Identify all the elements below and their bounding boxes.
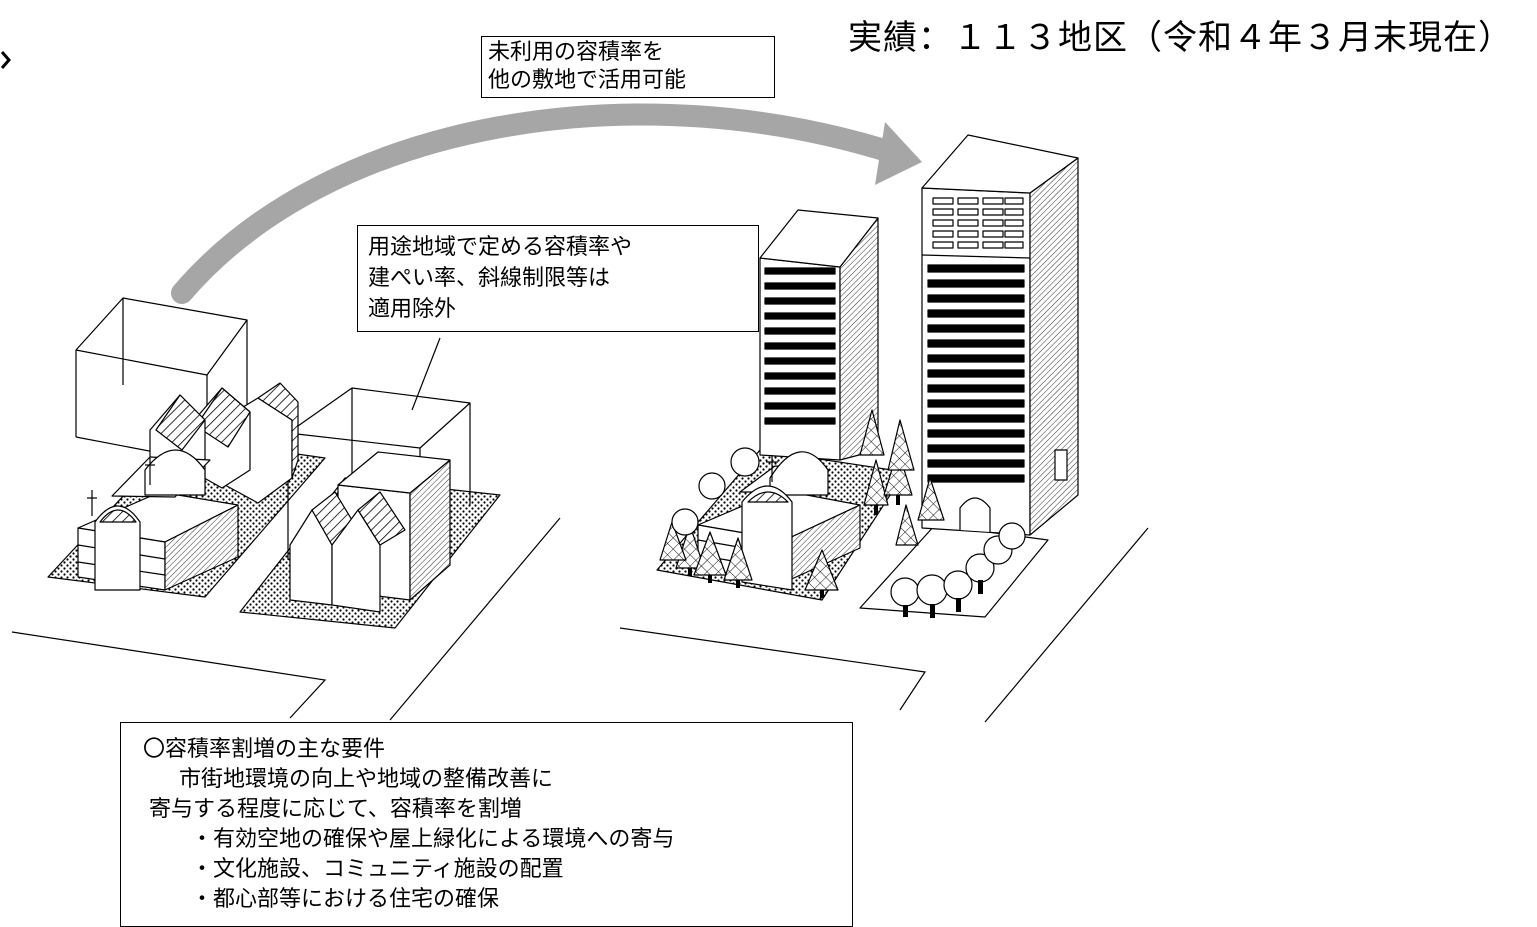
tower-right xyxy=(921,134,1079,536)
results-heading: 実績：１１３地区（令和４年３月末現在） xyxy=(848,18,1513,58)
street-lines xyxy=(11,517,1149,723)
tree-trunks xyxy=(688,495,900,598)
transfer-callout-line: 未利用の容積率を xyxy=(488,40,665,65)
left-site-before xyxy=(47,297,501,629)
requirements-intro-line: 市街地環境の向上や地域の整備改善に xyxy=(179,767,554,792)
tower-left xyxy=(759,209,879,461)
trees-conifer xyxy=(659,409,945,591)
zoning-callout-line: 建ぺい率、斜線制限等は xyxy=(368,266,611,291)
requirement-item: ・文化施設、コミュニティ施設の配置 xyxy=(191,857,564,882)
requirements-heading: 〇容積率割増の主な要件 xyxy=(143,737,386,762)
zoning-exemption-callout: 用途地域で定める容積率や 建ぺい率、斜線制限等は 適用除外 xyxy=(357,225,759,332)
church-building-left xyxy=(77,449,239,591)
requirement-item: ・都心部等における住宅の確保 xyxy=(191,887,500,912)
transfer-callout: 未利用の容積率を 他の敷地で活用可能 xyxy=(481,36,775,98)
round-tree-trunks xyxy=(903,580,983,618)
requirement-item: ・有効空地の確保や屋上緑化による環境への寄与 xyxy=(191,827,675,852)
requirements-box: 〇容積率割増の主な要件 市街地環境の向上や地域の整備改善に 寄与する程度に応じて… xyxy=(120,722,853,927)
small-houses-right-lot xyxy=(289,451,451,613)
edge-chevron-icon xyxy=(0,51,11,69)
callout-leaders xyxy=(411,337,441,411)
right-site-after xyxy=(656,134,1079,618)
floor-area-transfer-arrow xyxy=(171,103,922,304)
trees-round xyxy=(671,447,1026,607)
requirements-intro-line: 寄与する程度に応じて、容積率を割増 xyxy=(149,797,522,822)
crown-windows xyxy=(932,197,1024,249)
transfer-callout-line: 他の敷地で活用可能 xyxy=(488,68,687,93)
zoning-callout-line: 適用除外 xyxy=(368,297,457,322)
zoning-callout-line: 用途地域で定める容積率や xyxy=(368,235,633,260)
